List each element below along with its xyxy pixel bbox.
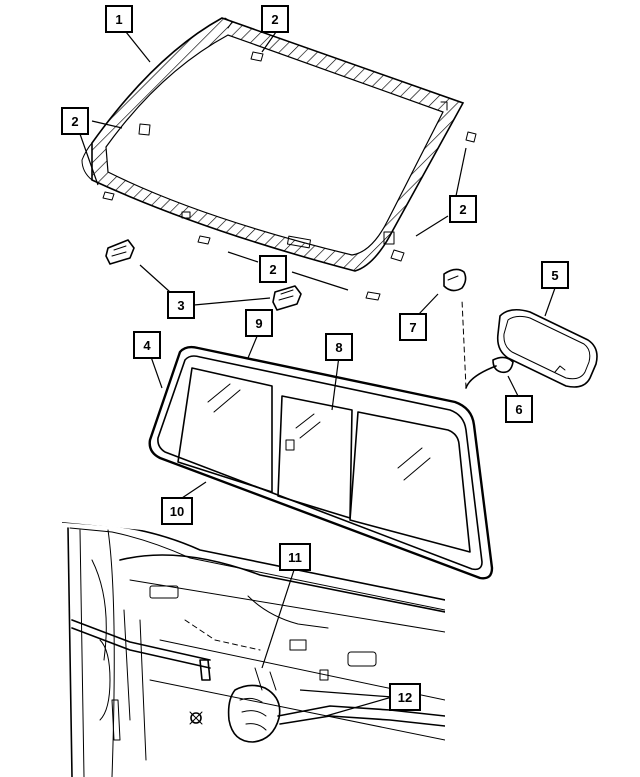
leader-1 xyxy=(125,31,151,63)
callout-label: 1 xyxy=(115,12,122,27)
callout-label: 12 xyxy=(398,690,412,705)
callout-label: 2 xyxy=(269,262,276,277)
callout-1: 1 xyxy=(105,5,133,33)
callout-label: 10 xyxy=(170,504,184,519)
leader-5 xyxy=(544,287,556,317)
callout-label: 11 xyxy=(288,550,302,565)
callout-9: 9 xyxy=(245,309,273,337)
leader-2b xyxy=(91,120,123,129)
cab-cutaway xyxy=(62,522,445,777)
rear-window xyxy=(148,345,494,580)
callout-12: 12 xyxy=(389,683,421,711)
callout-2-left: 2 xyxy=(61,107,89,135)
callout-label: 4 xyxy=(143,338,151,353)
callout-label: 3 xyxy=(177,298,184,313)
callout-label: 2 xyxy=(71,114,78,129)
callout-label: 5 xyxy=(551,268,558,283)
callout-8: 8 xyxy=(325,333,353,361)
callout-label: 2 xyxy=(271,12,278,27)
leader-4 xyxy=(149,353,163,389)
callout-2-bottom: 2 xyxy=(259,255,287,283)
glass-clips xyxy=(102,51,477,301)
leader-9 xyxy=(247,333,259,359)
callout-label: 7 xyxy=(409,320,416,335)
callout-5: 5 xyxy=(541,261,569,289)
leader-3a xyxy=(139,264,171,293)
callout-label: 2 xyxy=(459,202,466,217)
leader-10 xyxy=(181,481,207,499)
callout-label: 6 xyxy=(515,402,522,417)
callout-2-right: 2 xyxy=(449,195,477,223)
callout-6: 6 xyxy=(505,395,533,423)
windshield-brackets xyxy=(105,239,302,311)
leader-11 xyxy=(261,569,295,669)
leader-3b xyxy=(193,297,271,306)
callout-label: 8 xyxy=(335,340,342,355)
leader-2c2 xyxy=(415,215,449,237)
callout-11: 11 xyxy=(279,543,311,571)
callout-4: 4 xyxy=(133,331,161,359)
leader-8 xyxy=(331,355,340,411)
leader-2b2 xyxy=(79,133,99,186)
callout-10: 10 xyxy=(161,497,193,525)
leader-12b xyxy=(299,689,393,698)
leader-12a xyxy=(325,696,393,717)
leader-2a xyxy=(261,31,277,53)
rearview-mirror xyxy=(443,268,598,389)
leader-lines xyxy=(79,31,556,717)
leader-2c xyxy=(455,147,467,197)
callout-3: 3 xyxy=(167,291,195,319)
callout-label: 9 xyxy=(255,316,262,331)
leader-6 xyxy=(507,375,519,397)
callout-2-top: 2 xyxy=(261,5,289,33)
leader-2d2 xyxy=(291,271,349,291)
leader-2d xyxy=(227,251,259,263)
leader-7 xyxy=(417,293,439,316)
windshield xyxy=(81,17,465,272)
callout-7: 7 xyxy=(399,313,427,341)
